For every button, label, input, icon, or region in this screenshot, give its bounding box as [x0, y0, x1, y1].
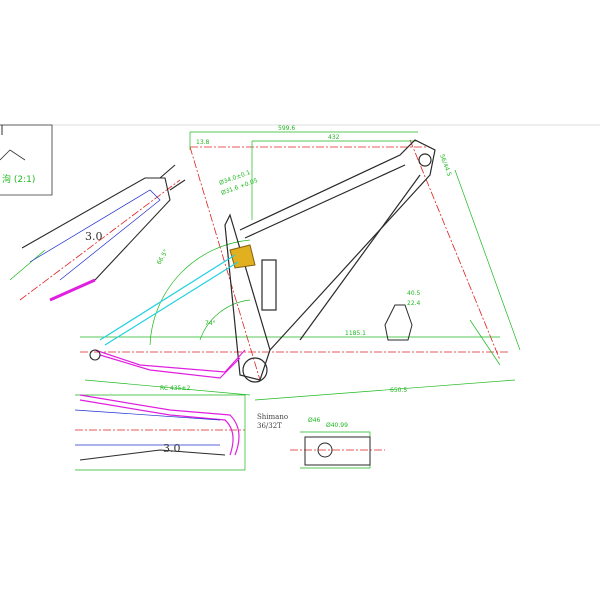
detail-view-box: 洵 (2:1) [0, 124, 53, 196]
bb-section [304, 436, 371, 466]
drivetrain-brand: Shimano [257, 413, 288, 421]
dim-seat-angle: 74° [205, 320, 216, 327]
wall-thickness-2: 3.0 [163, 442, 181, 455]
drivetrain-ratio: 36/32T [257, 422, 282, 430]
inner-lines [29, 189, 221, 446]
tube-section [384, 304, 413, 341]
mainframe [224, 139, 436, 383]
centerlines [19, 139, 510, 451]
dim-front-center: 650.5 [390, 387, 407, 394]
dim-chainstay: RC 435±2 [160, 385, 190, 392]
dim-head-tube: 56/44.5 [438, 153, 453, 177]
dim-reach: 432 [328, 134, 340, 141]
rocker-link [229, 244, 256, 269]
dimension-lines [9, 131, 521, 471]
dim-top-length: 599.6 [278, 125, 295, 132]
dim-offset: 13.8 [196, 139, 210, 146]
dim-wheelbase: 1185.1 [345, 330, 366, 337]
wall-thickness-1: 3.0 [85, 230, 103, 243]
dim-bb-inner: Ø40.99 [326, 422, 348, 429]
detail-label: 洵 (2:1) [2, 173, 35, 185]
seatstay [99, 254, 239, 346]
seatstay-detail [21, 164, 226, 461]
dim-tube-width: 40.5 [407, 290, 421, 297]
dim-tube-inner: 22.4 [407, 300, 421, 307]
chainstay [49, 278, 246, 456]
dim-bb-width: Ø46 [308, 417, 321, 424]
dim-head-angle: 66.5° [156, 248, 170, 266]
